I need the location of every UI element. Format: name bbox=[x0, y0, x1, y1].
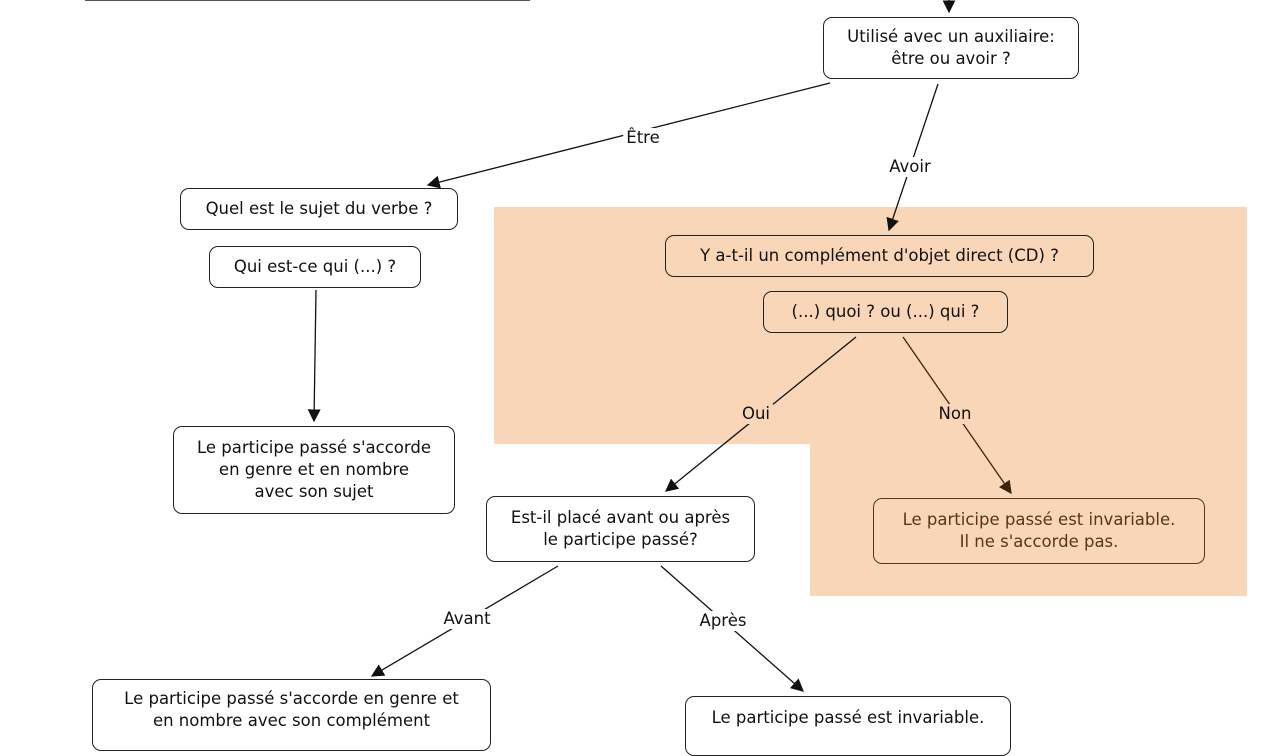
node-text: Utilisé avec un auxiliaire: bbox=[847, 27, 1055, 46]
connector-layer bbox=[307, 0, 1012, 692]
node-invariable-non: Le participe passé est invariable. Il ne… bbox=[873, 498, 1205, 564]
node-text: en nombre avec son complément bbox=[152, 711, 431, 730]
node-text: Est-il placé avant ou après bbox=[510, 508, 731, 527]
node-auxiliaire: Utilisé avec un auxiliaire: être ou avoi… bbox=[823, 17, 1079, 79]
node-text: Le participe passé est invariable. bbox=[902, 510, 1176, 529]
edge-label-non: Non bbox=[935, 404, 975, 424]
node-text: Qui est-ce qui (...) ? bbox=[233, 257, 397, 276]
node-invariable-apres: Le participe passé est invariable. bbox=[685, 696, 1011, 756]
node-text: Y a-t-il un complément d'objet direct (C… bbox=[700, 246, 1059, 265]
edge-label-avoir: Avoir bbox=[886, 157, 934, 177]
node-text: Il ne s'accorde pas. bbox=[959, 532, 1119, 551]
node-text: Le participe passé s'accorde en genre et bbox=[124, 689, 459, 708]
edge-label-oui: Oui bbox=[738, 404, 774, 424]
node-sujet-question: Quel est le sujet du verbe ? bbox=[180, 188, 458, 230]
node-text: (...) quoi ? ou (...) qui ? bbox=[791, 302, 980, 321]
node-text: Quel est le sujet du verbe ? bbox=[205, 199, 433, 218]
edge-label-avant: Avant bbox=[440, 609, 494, 629]
node-text: le participe passé? bbox=[543, 530, 698, 549]
node-quoi-qui: (...) quoi ? ou (...) qui ? bbox=[763, 291, 1008, 333]
edge-sujet-accord bbox=[307, 289, 321, 423]
top-rule bbox=[85, 0, 530, 1]
node-accord-complement: Le participe passé s'accorde en genre et… bbox=[92, 679, 491, 751]
node-qui-est-ce: Qui est-ce qui (...) ? bbox=[209, 246, 421, 288]
node-cd-question: Y a-t-il un complément d'objet direct (C… bbox=[665, 235, 1094, 277]
edge-label-apres: Après bbox=[696, 611, 750, 631]
node-text: Le participe passé est invariable. bbox=[711, 708, 985, 727]
node-text: être ou avoir ? bbox=[891, 49, 1011, 68]
edge-label-etre: Être bbox=[623, 128, 663, 148]
node-place-question: Est-il placé avant ou après le participe… bbox=[486, 496, 755, 562]
node-accord-sujet: Le participe passé s'accorde en genre et… bbox=[173, 426, 455, 514]
node-text: avec son sujet bbox=[254, 482, 374, 501]
node-text: en genre et en nombre bbox=[218, 460, 410, 479]
node-text: Le participe passé s'accorde bbox=[196, 438, 432, 457]
